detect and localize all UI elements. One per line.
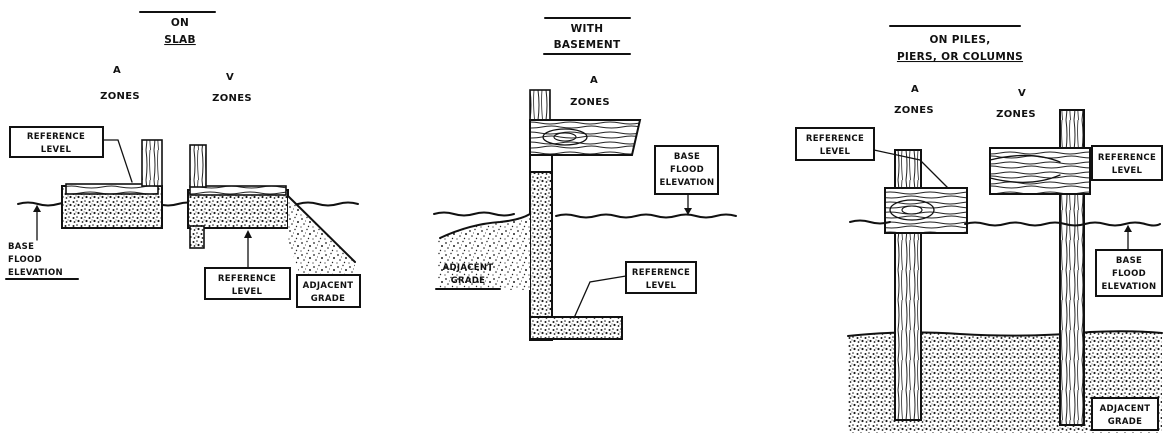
piles-reference-level-right-text2: LEVEL bbox=[1112, 166, 1143, 176]
beam-v bbox=[989, 147, 1091, 195]
slab-zone-a-label: ZONES bbox=[100, 91, 140, 102]
slab-grade-beam bbox=[189, 225, 205, 249]
slab-foundation-v bbox=[187, 189, 289, 229]
slab-reference-level-text2: LEVEL bbox=[41, 145, 72, 155]
slab-adjacent-grade-box bbox=[296, 274, 361, 308]
piles-bfe-text3: ELEVATION bbox=[1102, 282, 1157, 292]
piles-zone-v-letter: V bbox=[1018, 88, 1026, 99]
basement-adjacent-grade-text1: ADJACENT bbox=[443, 263, 494, 273]
piles-title-line1: ON PILES, bbox=[929, 34, 990, 46]
basement-title-line2: BASEMENT bbox=[554, 39, 621, 51]
arrow-head bbox=[33, 205, 41, 212]
wood-knot bbox=[901, 205, 923, 215]
basement-bfe-text1: BASE bbox=[674, 152, 700, 162]
slab-bfe-text1: BASE bbox=[8, 242, 34, 252]
slab-bfe-text3: ELEVATION bbox=[8, 268, 63, 278]
arrow-head bbox=[684, 208, 692, 215]
grade-line bbox=[287, 195, 356, 263]
grade-line bbox=[439, 213, 531, 239]
flood-water-line bbox=[849, 219, 1161, 227]
panel-on-slab: ON SLAB A ZONES V ZONES REFERENCE LEVEL … bbox=[5, 11, 361, 308]
basement-wall bbox=[529, 171, 553, 341]
basement-sill bbox=[529, 154, 553, 173]
piles-bfe-text2: FLOOD bbox=[1112, 269, 1146, 279]
piles-zone-v-label: ZONES bbox=[996, 109, 1036, 120]
piles-adjacent-grade-text2: GRADE bbox=[1108, 417, 1142, 427]
panel-with-basement: WITH BASEMENT A ZONES BASE FLOOD ELEVATI… bbox=[433, 17, 737, 341]
piles-reference-level-left-text2: LEVEL bbox=[820, 147, 851, 157]
adjacent-grade-soil bbox=[288, 196, 355, 275]
basement-bfe-text2: FLOOD bbox=[670, 165, 704, 175]
beam-a bbox=[884, 187, 968, 234]
piles-zone-a-letter: A bbox=[911, 84, 919, 95]
slab-reference-level-bottom-text2: LEVEL bbox=[232, 287, 263, 297]
piles-zone-a-label: ZONES bbox=[894, 105, 934, 116]
wood-knot bbox=[889, 199, 935, 221]
basement-bfe-box bbox=[654, 145, 719, 195]
wall-stud-a bbox=[141, 139, 163, 187]
piles-bfe-text1: BASE bbox=[1116, 256, 1142, 266]
basement-reference-level-box bbox=[625, 261, 697, 294]
slab-zone-a-letter: A bbox=[113, 65, 121, 76]
leader-line bbox=[573, 275, 627, 319]
basement-zone-a-label: ZONES bbox=[570, 97, 610, 108]
piles-title-line2: PIERS, OR COLUMNS bbox=[897, 51, 1023, 63]
arrow-head bbox=[1124, 225, 1132, 232]
basement-floor-joist bbox=[529, 119, 642, 156]
piles-reference-level-left-text1: REFERENCE bbox=[806, 134, 864, 144]
slab-adjacent-grade-text1: ADJACENT bbox=[303, 281, 354, 291]
leader-line bbox=[873, 149, 949, 189]
slab-title-line2: SLAB bbox=[164, 34, 196, 46]
arrow-head bbox=[244, 230, 252, 238]
slab-bfe-text2: FLOOD bbox=[8, 255, 42, 265]
slab-title-line1: ON bbox=[171, 17, 189, 29]
piles-reference-level-right-text1: REFERENCE bbox=[1098, 153, 1156, 163]
basement-reference-level-text1: REFERENCE bbox=[632, 268, 690, 278]
panel-on-piles: ON PILES, PIERS, OR COLUMNS A ZONES V ZO… bbox=[795, 25, 1163, 433]
wood-grain bbox=[989, 154, 1061, 183]
slab-reference-level-text1: REFERENCE bbox=[27, 132, 85, 142]
basement-adjacent-grade-text2: GRADE bbox=[451, 276, 485, 286]
slab-zone-v-label: ZONES bbox=[212, 93, 252, 104]
slab-floor-a bbox=[65, 183, 159, 195]
basement-slab bbox=[529, 316, 623, 340]
piles-bfe-box bbox=[1095, 249, 1163, 297]
basement-adjacent-soil bbox=[438, 214, 530, 290]
basement-zone-a-letter: A bbox=[590, 75, 598, 86]
piles-reference-level-right-box bbox=[1091, 145, 1163, 181]
piles-reference-level-left-box bbox=[795, 127, 875, 161]
piles-adjacent-grade-box bbox=[1091, 397, 1159, 431]
slab-reference-level-box-bottom bbox=[204, 267, 291, 300]
basement-reference-level-text2: LEVEL bbox=[646, 281, 677, 291]
flood-water-line bbox=[433, 211, 737, 219]
slab-floor-v bbox=[189, 185, 287, 196]
slab-zone-v-letter: V bbox=[226, 72, 234, 83]
piles-adjacent-grade-text1: ADJACENT bbox=[1100, 404, 1151, 414]
slab-adjacent-grade-text2: GRADE bbox=[311, 294, 345, 304]
slab-reference-level-bottom-text1: REFERENCE bbox=[218, 274, 276, 284]
slab-reference-level-box bbox=[9, 126, 104, 158]
wood-knot bbox=[542, 128, 588, 146]
wood-knot bbox=[553, 132, 577, 142]
wall-stud-v bbox=[189, 144, 207, 188]
leader-line bbox=[102, 139, 133, 183]
basement-bfe-text3: ELEVATION bbox=[660, 178, 715, 188]
basement-title-line1: WITH bbox=[571, 23, 604, 35]
